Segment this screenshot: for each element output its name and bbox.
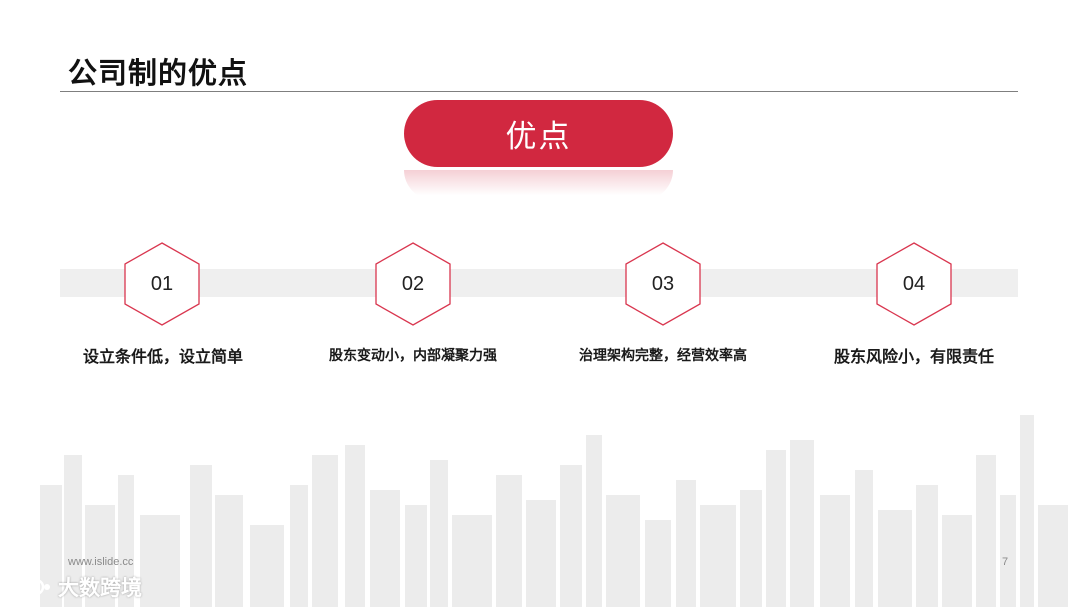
hexagon-badge-04: 04 [875,242,953,326]
item-number: 04 [902,272,926,295]
footer-url[interactable]: www.islide.cc [68,556,134,568]
hexagon-badge-02: 02 [374,242,452,326]
timeline-band [60,269,1018,297]
hexagon-icon [124,242,200,326]
item-number: 03 [651,272,675,295]
pill-reflection [404,170,673,200]
hexagon-icon [876,242,952,326]
brand-logo-icon [8,576,50,598]
hexagon-badge-03: 03 [624,242,702,326]
item-number: 02 [401,272,425,295]
title-divider [60,91,1018,92]
item-caption-03: 治理架构完整，经营效率高 [579,348,747,364]
watermark: 大数跨境 [8,572,142,602]
hexagon-icon [625,242,701,326]
item-caption-01: 设立条件低，设立简单 [82,347,243,366]
item-number: 01 [150,272,174,295]
advantage-pill: 优点 [404,100,673,167]
item-caption-04: 股东风险小，有限责任 [833,347,994,366]
hexagon-badge-01: 01 [123,242,201,326]
pill-label: 优点 [505,119,572,155]
slide-title: 公司制的优点 [68,56,249,90]
watermark-text: 大数跨境 [58,576,142,600]
skyline-background [40,415,1068,607]
page-number: 7 [1002,556,1009,568]
hexagon-icon [375,242,451,326]
item-caption-02: 股东变动小，内部凝聚力强 [329,348,497,364]
